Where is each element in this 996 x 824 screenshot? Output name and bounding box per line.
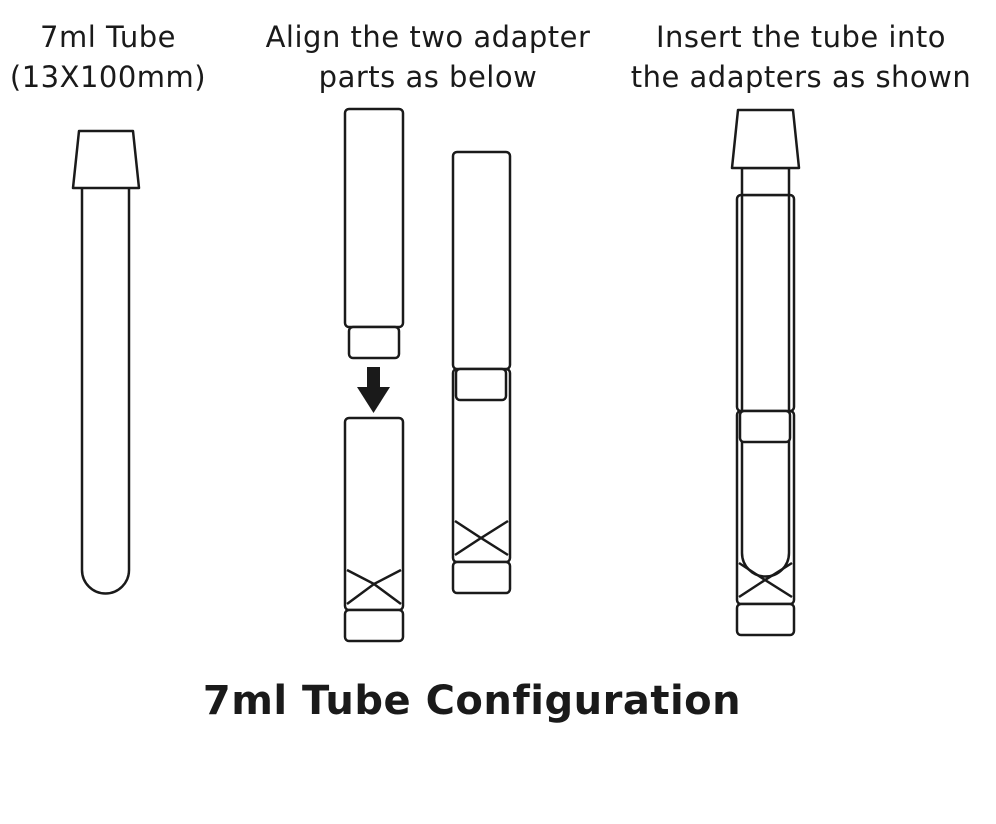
inserted-upper-sleeve <box>735 193 796 413</box>
adapter-lower-bowtie <box>346 568 402 606</box>
tube-in-adapter <box>730 108 801 637</box>
tube-7ml <box>71 129 141 595</box>
adapter-lower-sleeve <box>343 416 405 612</box>
caption-tube-line-1: 7ml Tube <box>40 20 176 54</box>
inserted-tube-cap <box>730 108 801 170</box>
adapter-lower-base <box>343 608 405 643</box>
caption-insert-line-1: Insert the tube into <box>656 20 946 54</box>
inserted-base <box>735 602 796 637</box>
adapter-lower-part <box>343 416 405 643</box>
caption-tube: 7ml Tube (13X100mm) <box>0 17 216 97</box>
caption-tube-line-2: (13X100mm) <box>9 60 207 94</box>
assembled-upper-sleeve <box>451 150 512 371</box>
tube-body <box>80 188 131 595</box>
adapter-upper-plug <box>347 325 401 360</box>
inserted-plug <box>738 409 792 444</box>
adapter-assembled <box>451 150 512 595</box>
arrow-down-icon <box>357 367 390 413</box>
assembled-base <box>451 560 512 595</box>
figure-title: 7ml Tube Configuration <box>202 678 742 724</box>
caption-align-line-1: Align the two adapter <box>265 20 591 54</box>
caption-align-line-2: parts as below <box>318 60 538 94</box>
caption-insert: Insert the tube into the adapters as sho… <box>620 17 982 97</box>
inserted-tube-neck <box>740 166 791 197</box>
tube-cap <box>71 129 141 190</box>
assembled-bowtie <box>454 519 509 557</box>
caption-insert-line-2: the adapters as shown <box>630 60 972 94</box>
assembled-plug <box>454 367 508 402</box>
adapter-upper-part <box>343 107 405 360</box>
inserted-tube-wall <box>740 195 791 578</box>
caption-align: Align the two adapter parts as below <box>252 17 604 97</box>
adapter-upper-sleeve <box>343 107 405 329</box>
inserted-bowtie <box>738 561 793 599</box>
